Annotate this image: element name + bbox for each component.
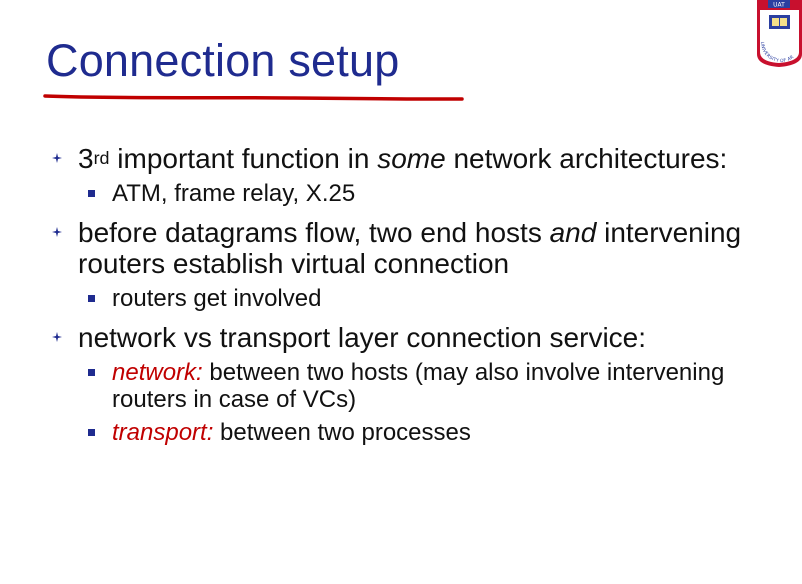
bullet-1-sublist: ATM, frame relay, X.25 [48, 180, 778, 207]
bullet-3-subitem-1-term: network: [112, 359, 203, 386]
square-bullet-icon [88, 369, 95, 376]
slide-content: 3rd important function in some network a… [48, 143, 778, 456]
bullet-2-emphasis: and [549, 217, 597, 248]
bullet-1-emphasis: some [377, 143, 446, 174]
square-bullet-icon [88, 190, 95, 197]
bullet-3: network vs transport layer connection se… [48, 322, 778, 353]
bullet-2-subitem-1: routers get involved [48, 285, 778, 312]
bullet-2: before datagrams flow, two end hosts and… [48, 217, 778, 279]
bullet-1-text-before: important function in [109, 143, 378, 174]
diamond-bullet-icon [52, 153, 62, 163]
bullet-1-subitem-1-text: ATM, frame relay, X.25 [112, 180, 356, 207]
bullet-1-text-after: network architectures: [445, 143, 728, 174]
bullet-2-text-after: intervening routers establish virtual co… [78, 217, 742, 279]
bullet-1-subitem-1: ATM, frame relay, X.25 [48, 180, 778, 207]
slide-title: Connection setup [46, 35, 400, 86]
bullet-3-subitem-2-text: between two processes [213, 419, 471, 446]
bullet-3-sublist: network: between two hosts (may also inv… [48, 359, 778, 446]
bullet-1-prefix: 3 [78, 143, 94, 174]
bullet-3-subitem-1: network: between two hosts (may also inv… [48, 359, 778, 413]
diamond-bullet-icon [52, 227, 62, 237]
bullet-1: 3rd important function in some network a… [48, 143, 778, 174]
bullet-3-subitem-2-term: transport: [112, 419, 214, 446]
square-bullet-icon [88, 295, 95, 302]
bullet-1-superscript: rd [93, 148, 110, 169]
university-logo-icon: UAT UNIVERSITY OF AR [757, 0, 802, 67]
bullet-2-sublist: routers get involved [48, 285, 778, 312]
diamond-bullet-icon [52, 332, 62, 342]
square-bullet-icon [88, 429, 95, 436]
bullet-2-subitem-1-text: routers get involved [112, 285, 322, 312]
bullet-3-subitem-1-text: between two hosts (may also involve inte… [112, 359, 725, 413]
bullet-3-subitem-2: transport: between two processes [48, 419, 778, 446]
bullet-3-text: network vs transport layer connection se… [78, 322, 647, 353]
logo-badge-text: UAT [773, 2, 785, 9]
bullet-2-text-before: before datagrams flow, two end hosts [78, 217, 550, 248]
title-underline [43, 94, 464, 101]
